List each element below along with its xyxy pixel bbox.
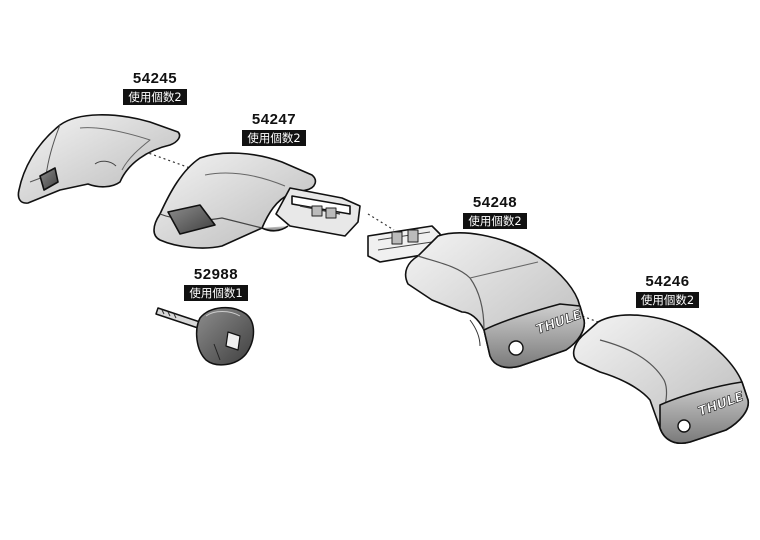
quantity-badge: 使用個数2 (123, 89, 187, 105)
alignment-line-1 (139, 149, 191, 169)
part-label-54245: 54245 使用個数2 (100, 70, 210, 106)
part-54246-cover: THULE (572, 314, 750, 444)
part-number: 52988 (193, 266, 239, 283)
quantity-badge: 使用個数2 (635, 292, 700, 308)
part-label-54247: 54247 使用個数2 (229, 111, 319, 147)
alignment-lines (139, 149, 599, 323)
part-number: 54245 (132, 70, 178, 87)
quantity-badge: 使用個数2 (463, 213, 527, 229)
part-54247-foot (153, 152, 361, 249)
part-label-54248: 54248 使用個数2 (445, 194, 545, 230)
quantity-badge: 使用個数1 (184, 285, 248, 301)
part-number: 54248 (472, 194, 518, 211)
quantity-badge: 使用個数2 (242, 130, 306, 146)
part-54248-foot: THULE (367, 225, 586, 369)
part-label-52988: 52988 使用個数1 (171, 266, 261, 302)
part-label-54246: 54246 使用個数2 (620, 273, 715, 309)
part-52988-key (155, 306, 255, 366)
alignment-line-2 (367, 213, 395, 231)
part-number: 54247 (251, 111, 297, 128)
part-54245-cover (17, 114, 181, 204)
part-number: 54246 (645, 273, 690, 290)
